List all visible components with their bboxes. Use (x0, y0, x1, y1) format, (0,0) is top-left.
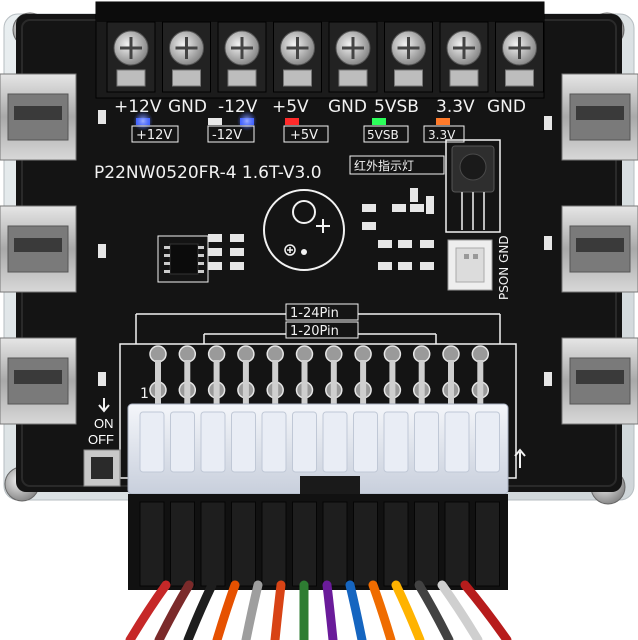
header-pin (237, 345, 255, 404)
model-number: P22NW0520FR-4 1.6T-V3.0 (94, 163, 322, 183)
smd-part (410, 204, 424, 212)
smd-part (362, 204, 376, 212)
rail-label: GND (328, 97, 367, 117)
terminal-screw-icon (446, 30, 482, 87)
smd-part (378, 262, 392, 270)
header-pin (295, 345, 314, 404)
terminal-screw-icon (113, 30, 149, 87)
rail-indicators: +12V -12V +5V 5VSB 3.3V (131, 111, 465, 143)
pins-20-label: 1-20Pin (290, 324, 339, 339)
usb-port-icon[interactable] (561, 205, 638, 293)
rail-box-label: +12V (136, 128, 172, 143)
ir-indicator-label: 红外指示灯 (354, 158, 414, 173)
ir-receiver-icon (445, 139, 501, 233)
rail-label: +5V (272, 97, 309, 117)
rail-label: +12V (114, 97, 162, 117)
rail-box-label: 3.3V (428, 128, 456, 142)
usb-port-icon[interactable] (0, 337, 77, 425)
header-pin (412, 345, 431, 404)
led-orange-icon (436, 118, 450, 125)
header-pin (383, 345, 402, 404)
smd-part (398, 262, 412, 270)
pson-connector (447, 239, 493, 291)
capacitor-icon (263, 189, 345, 271)
smd-components (98, 110, 552, 386)
smd-part (420, 262, 434, 270)
pins-24-label: 1-24Pin (290, 306, 339, 321)
led-green-icon (372, 118, 386, 125)
led-red-icon (285, 118, 299, 125)
rail-label: 3.3V (436, 97, 475, 117)
smd-part (378, 240, 392, 248)
pson-label: PSON GND (497, 235, 511, 300)
header-pin (442, 345, 460, 404)
rail-label: GND (487, 97, 526, 117)
wire-harness (125, 494, 512, 640)
header-pin (325, 345, 343, 404)
terminal-screw-icon (224, 30, 260, 87)
terminal-screw-icon (502, 30, 537, 87)
smd-part (208, 234, 222, 242)
switch-on-label: ON (94, 416, 114, 431)
header-pin (207, 345, 226, 404)
header-pin (354, 345, 372, 404)
arrow-up-icon (514, 448, 526, 468)
header-pin (266, 345, 284, 404)
smd-part (420, 240, 434, 248)
pcb (16, 14, 622, 492)
usb-ports (0, 73, 638, 425)
usb-port-icon[interactable] (561, 337, 638, 425)
smd-part (230, 234, 244, 242)
smd-part (230, 248, 244, 256)
arrow-down-icon (98, 398, 110, 413)
header-pin (471, 345, 490, 404)
atx-pin-header (149, 345, 490, 404)
terminal-screw-icon (169, 30, 204, 87)
pin-one-label: 1 (140, 386, 149, 402)
terminal-screw-icon (280, 30, 315, 87)
smd-part (398, 240, 412, 248)
usb-port-icon[interactable] (0, 73, 77, 161)
rail-label: GND (168, 97, 207, 117)
switch-off-label: OFF (88, 432, 114, 447)
terminal-screw-icon (391, 30, 426, 87)
screw-terminal-block (95, 1, 545, 99)
smd-part (392, 204, 406, 212)
rail-box-label: +5V (290, 128, 318, 143)
smd-part (362, 222, 376, 230)
power-switch[interactable]: ON OFF (83, 398, 121, 487)
header-pin (149, 345, 167, 404)
ic-chip (157, 235, 209, 283)
smd-part (208, 262, 222, 270)
smd-part (208, 248, 222, 256)
pin-range-bracket: 1-24Pin 1-20Pin (135, 303, 501, 344)
rail-label: 5VSB (374, 97, 419, 117)
header-pin (178, 345, 197, 404)
usb-port-icon[interactable] (561, 73, 638, 161)
rail-box-label: 5VSB (367, 128, 399, 142)
rail-labels: +12V GND -12V +5V GND 5VSB 3.3V GND (114, 97, 526, 117)
terminal-screw-icon (335, 30, 371, 87)
rail-box-label: -12V (212, 128, 242, 143)
usb-port-icon[interactable] (0, 205, 77, 293)
smd-part (230, 262, 244, 270)
